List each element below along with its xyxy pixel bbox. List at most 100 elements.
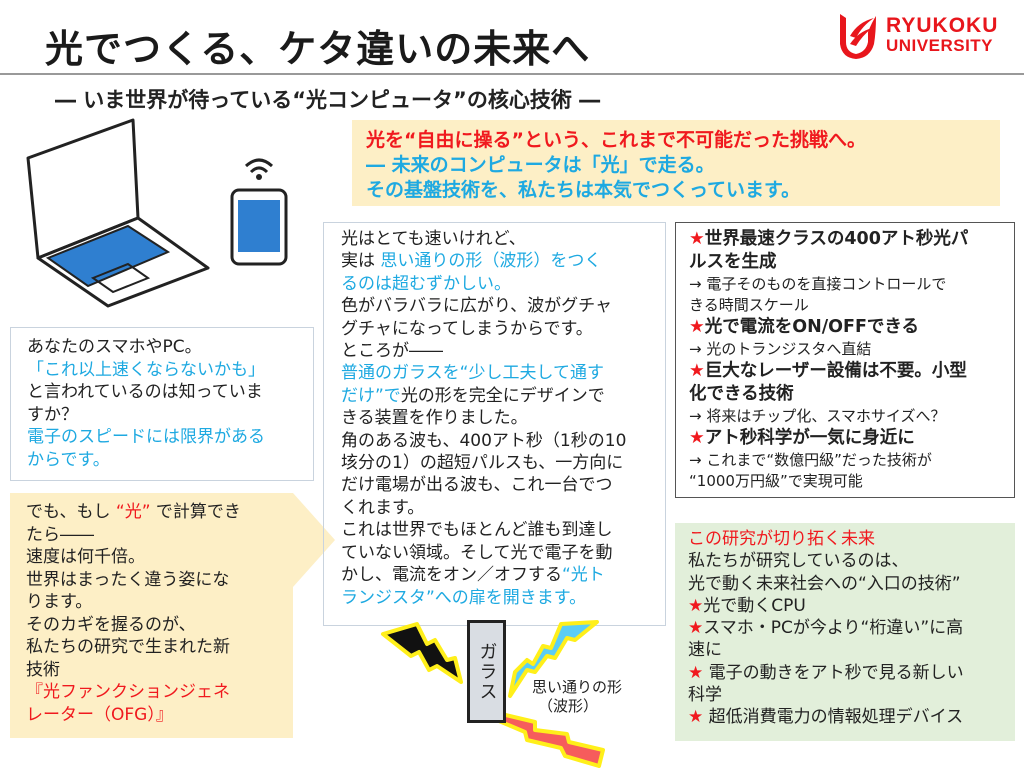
text-segment: ― 未来のコンピュータは「光」で走る。	[366, 154, 715, 176]
blue-lightning-icon	[508, 620, 599, 698]
text-line: ランジスタ”への扉を開きます。	[341, 587, 665, 609]
text-line: → 将来はチップ化、スマホサイズへ？	[689, 406, 1014, 427]
star-icon: ★	[689, 317, 705, 337]
text-segment: 世界最速クラスの400アト秒光パ	[704, 229, 969, 249]
text-line: 化できる技術	[689, 383, 1014, 406]
lightning-diagram	[381, 620, 605, 768]
text-line: レーター（OFG）』	[26, 704, 278, 727]
text-segment: ところが――	[341, 341, 443, 362]
text-line: ★世界最速クラスの400アト秒光パ	[689, 228, 1014, 251]
text-segment: 普通のガラスを“少し工夫して通す	[341, 363, 604, 384]
text-segment: → 将来はチップ化、スマホサイズへ？	[689, 407, 946, 425]
text-segment: 化できる技術	[689, 384, 794, 404]
text-line: ★光で動くCPU	[688, 595, 1015, 617]
waveform-label-line1: 思い通りの形	[532, 678, 623, 696]
star-icon: ★	[688, 595, 704, 616]
text-segment: 「これ以上速くならないかも」	[27, 359, 265, 380]
text-segment: 世界はまったく違う姿にな	[26, 569, 230, 590]
text-line: ― 未来のコンピュータは「光」で走る。	[366, 153, 986, 178]
text-line: でも、もし “光” で計算でき	[26, 501, 278, 524]
text-segment: 色がバラバラに広がり、波がグチャ	[341, 296, 612, 317]
text-line: 角のある波も、400アト秒（1秒の10	[341, 430, 665, 452]
text-line: 普通のガラスを“少し工夫して通す	[341, 362, 665, 384]
text-segment: この研究が切り拓く未来	[688, 529, 875, 549]
callout-arrow	[291, 493, 335, 738]
text-segment: そのカギを握るのが、	[26, 614, 196, 635]
text-line: くれます。	[341, 497, 665, 519]
text-segment: “光ト	[562, 565, 605, 586]
text-line: 『光ファンクションジェネ	[26, 681, 278, 704]
text-line: グチャになってしまうからです。	[341, 318, 665, 340]
text-line: 「これ以上速くならないかも」	[27, 359, 299, 382]
text-line: ★ 超低消費電力の情報処理デバイス	[688, 706, 1015, 728]
waveform-label: 思い通りの形 （波形）	[532, 678, 622, 716]
text-line: この研究が切り拓く未来	[688, 528, 1015, 550]
text-segment: 巨大なレーザー設備は不要。小型	[704, 361, 967, 381]
text-segment: これは世界でもほとんど誰も到達し	[341, 520, 613, 541]
text-segment: で計算でき	[150, 502, 241, 522]
achievements-box: ★世界最速クラスの400アト秒光パルスを生成→ 電子そのものを直接コントロールで…	[675, 222, 1015, 498]
text-line: きる時間スケール	[689, 295, 1014, 316]
text-segment: からです。	[27, 449, 110, 470]
text-line: 世界はまったく違う姿にな	[26, 569, 278, 592]
star-icon: ★	[688, 707, 704, 728]
text-segment: “1000万円級”で実現可能	[689, 472, 863, 490]
text-segment: 光で電流をON/OFFできる	[704, 317, 920, 337]
text-line: 光はとても速いけれど、	[341, 228, 665, 250]
text-line: と言われているのは知っていま	[27, 381, 299, 404]
future-box: この研究が切り拓く未来私たちが研究しているのは、光で動く未来社会への“入口の技術…	[675, 523, 1015, 741]
text-segment: 思い通りの形（波形）をつく	[380, 251, 602, 272]
text-line: すか？	[27, 404, 299, 427]
text-segment: だけ電場が出る波も、これ一台でつ	[341, 475, 613, 496]
black-lightning-icon	[381, 622, 463, 684]
text-line: 私たちが研究しているのは、	[688, 550, 1015, 572]
logo-text-line2: UNIVERSITY	[886, 36, 994, 55]
star-icon: ★	[688, 662, 704, 683]
waveform-label-line2: （波形）	[538, 697, 599, 715]
text-line: だけ”で光の形を完全にデザインで	[341, 385, 665, 407]
text-line: ★スマホ・PCが今より“桁違い”に高	[688, 617, 1015, 639]
explanation-box: 光はとても速いけれど、実は 思い通りの形（波形）をつくるのは超むずかしい。色がバ…	[323, 222, 666, 626]
text-line: ★光で電流をON/OFFできる	[689, 316, 1014, 339]
text-line: → これまで“数億円級”だった技術が	[689, 450, 1014, 471]
text-segment: たら――	[26, 524, 94, 545]
text-segment: 光はとても速いけれど、	[341, 229, 526, 249]
text-segment: 科学	[688, 685, 722, 706]
text-line: きる装置を作りました。	[341, 407, 665, 429]
text-segment: きる時間スケール	[689, 296, 809, 314]
text-line: 電子のスピードには限界がある	[27, 426, 299, 449]
text-line: 垓分の1）の超短パルスも、一方向に	[341, 452, 665, 474]
text-segment: 超低消費電力の情報処理デバイス	[703, 707, 964, 728]
text-segment: 速に	[688, 640, 722, 661]
red-lightning-icon	[483, 708, 605, 768]
text-segment: 光を“自由に操る”という、これまで不可能だった挑戦へ。	[366, 129, 866, 151]
text-segment: 私たちが研究しているのは、	[688, 551, 909, 572]
text-segment: その基盤技術を、私たちは本気でつくっています。	[366, 179, 801, 201]
text-line: あなたのスマホやPC。	[27, 336, 299, 359]
text-line: ルスを生成	[689, 251, 1014, 274]
text-line: からです。	[27, 449, 299, 472]
text-segment: 技術	[26, 659, 60, 680]
text-line: ★ 電子の動きをアト秒で見る新しい	[688, 662, 1015, 684]
text-segment: ていない領域。そして光で電子を動	[341, 542, 613, 563]
text-segment: アト秒科学が一気に身近に	[704, 428, 915, 448]
text-segment: 私たちの研究で生まれた新	[26, 637, 230, 657]
text-line: そのカギを握るのが、	[26, 614, 278, 637]
text-segment: → これまで“数億円級”だった技術が	[689, 451, 932, 469]
text-segment: “光”	[115, 502, 151, 522]
text-line: 技術	[26, 659, 278, 682]
star-icon: ★	[689, 361, 705, 381]
text-line: その基盤技術を、私たちは本気でつくっています。	[366, 178, 986, 203]
smartphone-illustration	[230, 158, 288, 266]
text-line: → 電子そのものを直接コントロールで	[689, 274, 1014, 295]
text-line: かし、電流をオン／オフする“光ト	[341, 564, 665, 586]
text-segment: くれます。	[341, 497, 425, 518]
text-segment: だけ”で	[341, 385, 401, 406]
text-segment: すか？	[27, 404, 78, 425]
text-segment: 光で動くCPU	[703, 595, 806, 616]
text-segment: きる装置を作りました。	[341, 408, 528, 429]
text-segment: でも、もし	[26, 502, 116, 522]
text-segment: るのは超むずかしい。	[341, 273, 511, 294]
text-segment: 角のある波も、400アト秒（1秒の10	[341, 430, 627, 451]
text-line: 速度は何千倍。	[26, 546, 278, 569]
